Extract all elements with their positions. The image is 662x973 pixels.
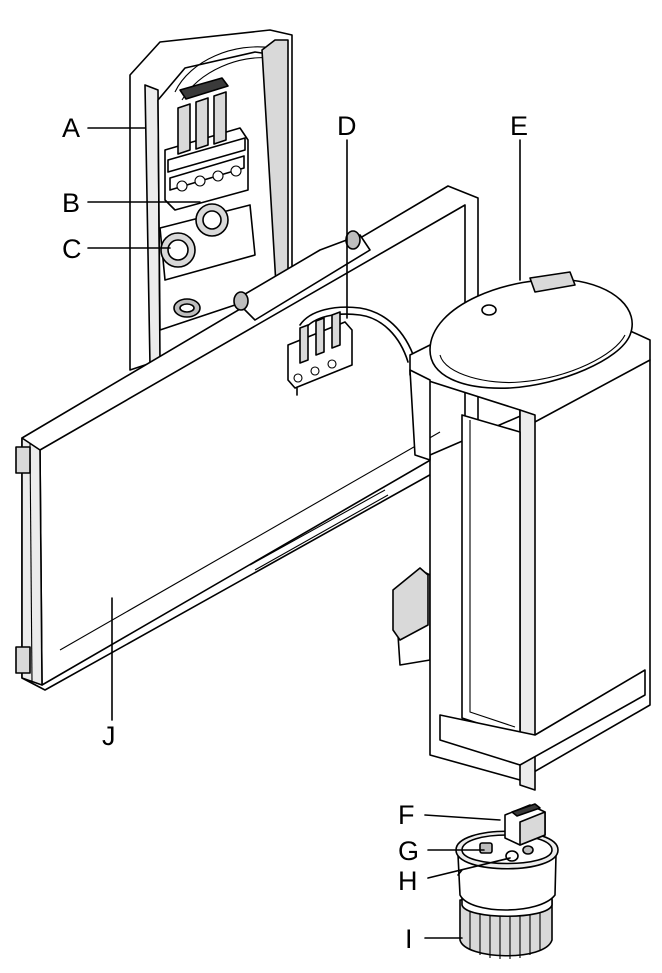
callout-label-C: C [62,234,82,264]
callout-label-G: G [398,836,419,866]
callout-label-E: E [510,111,528,141]
main-housing-E [392,271,651,791]
callout-labels: A B C D E F G H I J [62,111,528,954]
terminal-block-B [164,77,249,211]
leader-line-F [424,814,501,821]
cover-panel-J [15,185,479,691]
callout-label-F: F [398,800,415,830]
wiring-connector-D [287,306,416,396]
sensor-module [455,803,559,959]
callout-label-B: B [62,188,80,218]
callout-label-J: J [102,721,116,751]
cable-gland-C [159,203,256,318]
callout-label-A: A [62,113,80,143]
callout-label-H: H [398,866,418,896]
leader-lines [87,127,521,939]
callout-label-I: I [405,924,413,954]
callout-label-D: D [337,111,357,141]
leader-line-H [427,857,511,879]
